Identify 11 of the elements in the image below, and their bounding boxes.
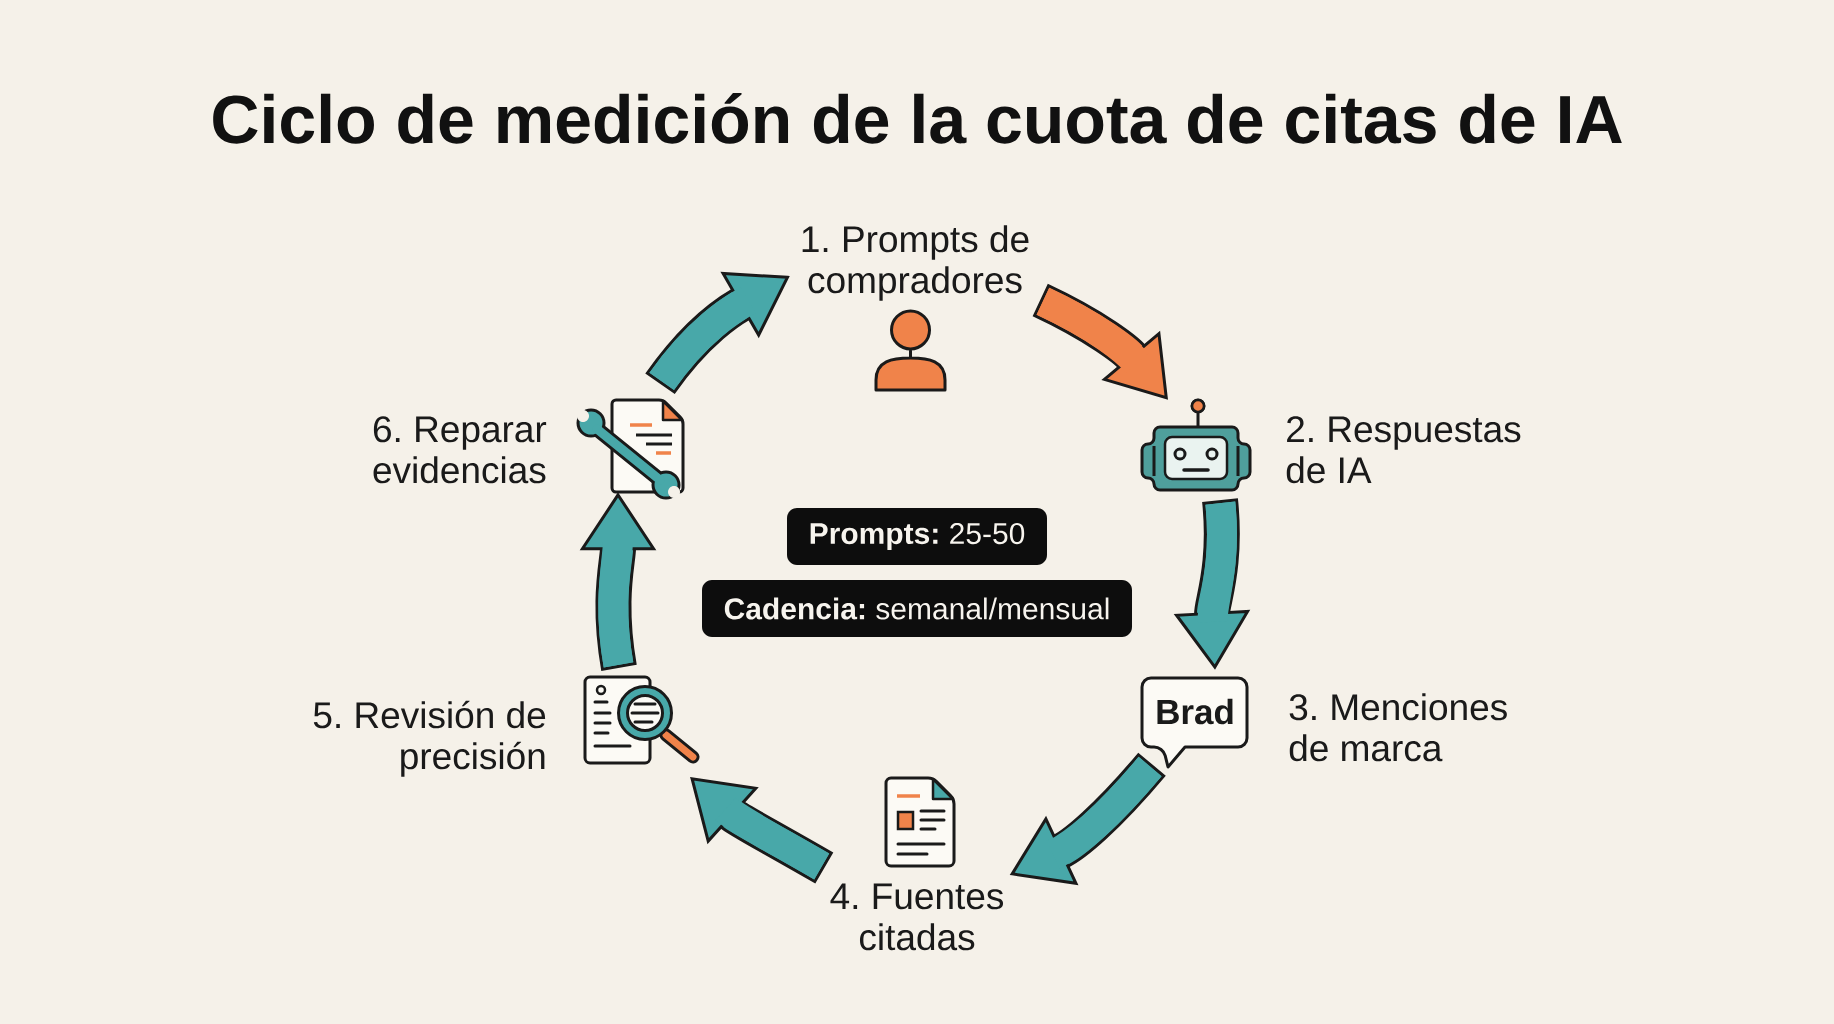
step-label: 3. Menciones de marca <box>1289 693 1507 762</box>
title: Ciclo de medición de la cuota de citas de IA <box>213 93 1622 144</box>
step-label: 4. Fuentes citadas <box>830 883 1004 951</box>
info-pill: Prompts: 25-50 <box>787 508 1047 565</box>
info-pill: Cadencia: semanal/mensual <box>702 580 1132 637</box>
step-label: 5. Revisión de precisión <box>313 700 546 777</box>
bubble-text: Brad <box>1157 698 1233 725</box>
step-label: 1. Prompts de compradores <box>802 225 1029 301</box>
step-label: 2. Respuestas de IA <box>1286 416 1521 484</box>
step-label: 6. Reparar evidencias <box>373 416 547 484</box>
curved-arrow <box>1032 283 1168 400</box>
